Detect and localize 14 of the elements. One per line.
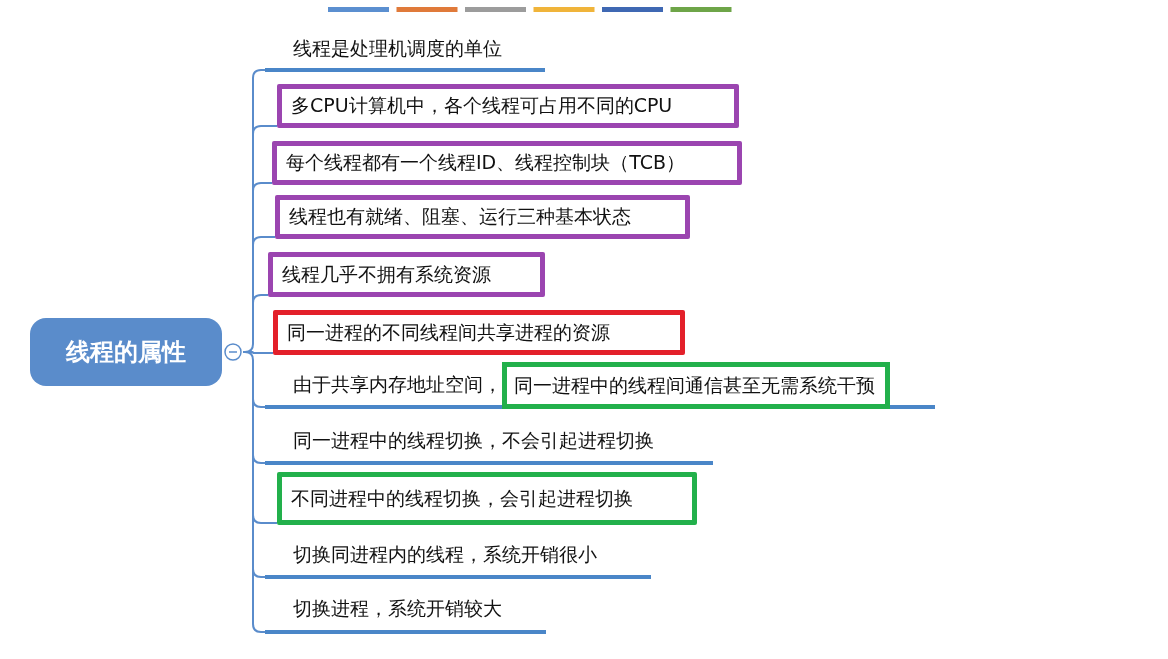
topic-text: 由于共享内存地址空间， — [293, 371, 502, 397]
highlighted-text: 同一进程中的线程间通信甚至无需系统干预 — [502, 362, 890, 409]
topic-text: 切换同进程内的线程，系统开销很小 — [265, 535, 651, 579]
topic-text: 同一进程中的线程切换，不会引起进程切换 — [265, 421, 713, 465]
topic-text: 切换进程，系统开销较大 — [265, 588, 546, 634]
highlighted-topic-box: 同一进程的不同线程间共享进程的资源 — [273, 310, 685, 355]
root-topic-box: 线程的属性 — [30, 318, 222, 386]
highlighted-topic-box: 线程几乎不拥有系统资源 — [268, 252, 545, 297]
topic-text: 线程是处理机调度的单位 — [265, 30, 545, 72]
highlighted-topic-box: 不同进程中的线程切换，会引起进程切换 — [277, 472, 697, 525]
highlighted-topic-box: 每个线程都有一个线程ID、线程控制块（TCB） — [272, 141, 742, 185]
topic-underline — [265, 362, 935, 409]
highlighted-topic-box: 线程也有就绪、阻塞、运行三种基本状态 — [275, 195, 690, 239]
highlighted-topic-box: 多CPU计算机中，各个线程可占用不同的CPU — [277, 84, 739, 128]
